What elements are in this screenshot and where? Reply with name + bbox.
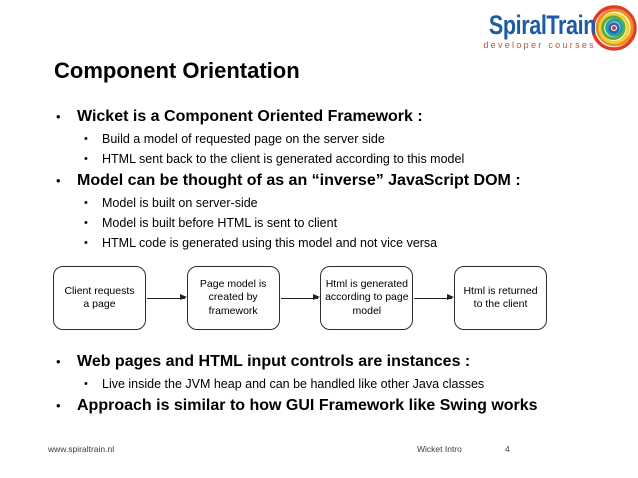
bullet-item: • Web pages and HTML input controls are … xyxy=(0,350,624,374)
bullet-text: Approach is similar to how GUI Framework… xyxy=(77,397,538,414)
logo-text: SpiralTrain developer courses xyxy=(462,10,597,51)
bullet-icon: • xyxy=(84,378,88,390)
spiral-logo-icon xyxy=(591,5,637,51)
bullet-icon: • xyxy=(84,133,88,145)
bullet-icon: • xyxy=(84,197,88,209)
bullet-item: • Approach is similar to how GUI Framewo… xyxy=(0,394,624,418)
bullet-icon: • xyxy=(84,237,88,249)
spiraltrain-logo: SpiralTrain developer courses xyxy=(462,5,638,52)
sub-bullet-text: Build a model of requested page on the s… xyxy=(102,132,385,146)
bullet-text: Model can be thought of as an “inverse” … xyxy=(77,172,521,189)
arrow-right-icon xyxy=(414,294,454,301)
footer-course-name: Wicket Intro xyxy=(417,444,462,454)
flow-diagram: Client requests a page Page model is cre… xyxy=(53,266,548,330)
bullet-text: Web pages and HTML input controls are in… xyxy=(77,353,471,370)
logo-brand-text: SpiralTrain xyxy=(488,10,597,40)
bullet-icon: • xyxy=(56,354,61,369)
bullet-icon: • xyxy=(56,398,61,413)
sub-bullet-text: Model is built on server-side xyxy=(102,196,258,210)
sub-bullet-text: HTML code is generated using this model … xyxy=(102,236,438,250)
sub-bullet-item: • Model is built before HTML is sent to … xyxy=(0,213,624,233)
bullet-icon: • xyxy=(56,109,61,124)
diagram-box-client-request: Client requests a page xyxy=(53,266,146,330)
footer-website: www.spiraltrain.nl xyxy=(48,444,115,454)
sub-bullet-item: • Build a model of requested page on the… xyxy=(0,129,624,149)
sub-bullet-text: Model is built before HTML is sent to cl… xyxy=(102,216,338,230)
diagram-box-page-model: Page model is created by framework xyxy=(186,266,280,330)
sub-bullet-item: • Live inside the JVM heap and can be ha… xyxy=(0,374,624,394)
bullet-item: • Wicket is a Component Oriented Framewo… xyxy=(0,105,624,129)
sub-bullet-item: • HTML sent back to the client is genera… xyxy=(0,149,624,169)
bullet-icon: • xyxy=(56,173,61,188)
arrow-right-icon xyxy=(147,294,187,301)
bullet-icon: • xyxy=(84,153,88,165)
sub-bullet-text: HTML sent back to the client is generate… xyxy=(102,152,465,166)
bullet-list-bottom: • Web pages and HTML input controls are … xyxy=(0,350,624,418)
sub-bullet-item: • HTML code is generated using this mode… xyxy=(0,233,624,253)
page-title: Component Orientation xyxy=(54,58,300,83)
logo-tagline-text: developer courses xyxy=(483,40,596,50)
diagram-box-html-generated: Html is generated according to page mode… xyxy=(320,266,414,330)
bullet-text: Wicket is a Component Oriented Framework… xyxy=(77,108,423,125)
diagram-box-html-returned: Html is returned to the client xyxy=(454,266,548,330)
sub-bullet-text: Live inside the JVM heap and can be hand… xyxy=(102,377,485,391)
footer-page-number: 4 xyxy=(505,444,510,454)
bullet-list-top: • Wicket is a Component Oriented Framewo… xyxy=(0,105,624,253)
bullet-item: • Model can be thought of as an “inverse… xyxy=(0,169,624,193)
bullet-icon: • xyxy=(84,217,88,229)
sub-bullet-item: • Model is built on server-side xyxy=(0,193,624,213)
arrow-right-icon xyxy=(280,294,321,301)
